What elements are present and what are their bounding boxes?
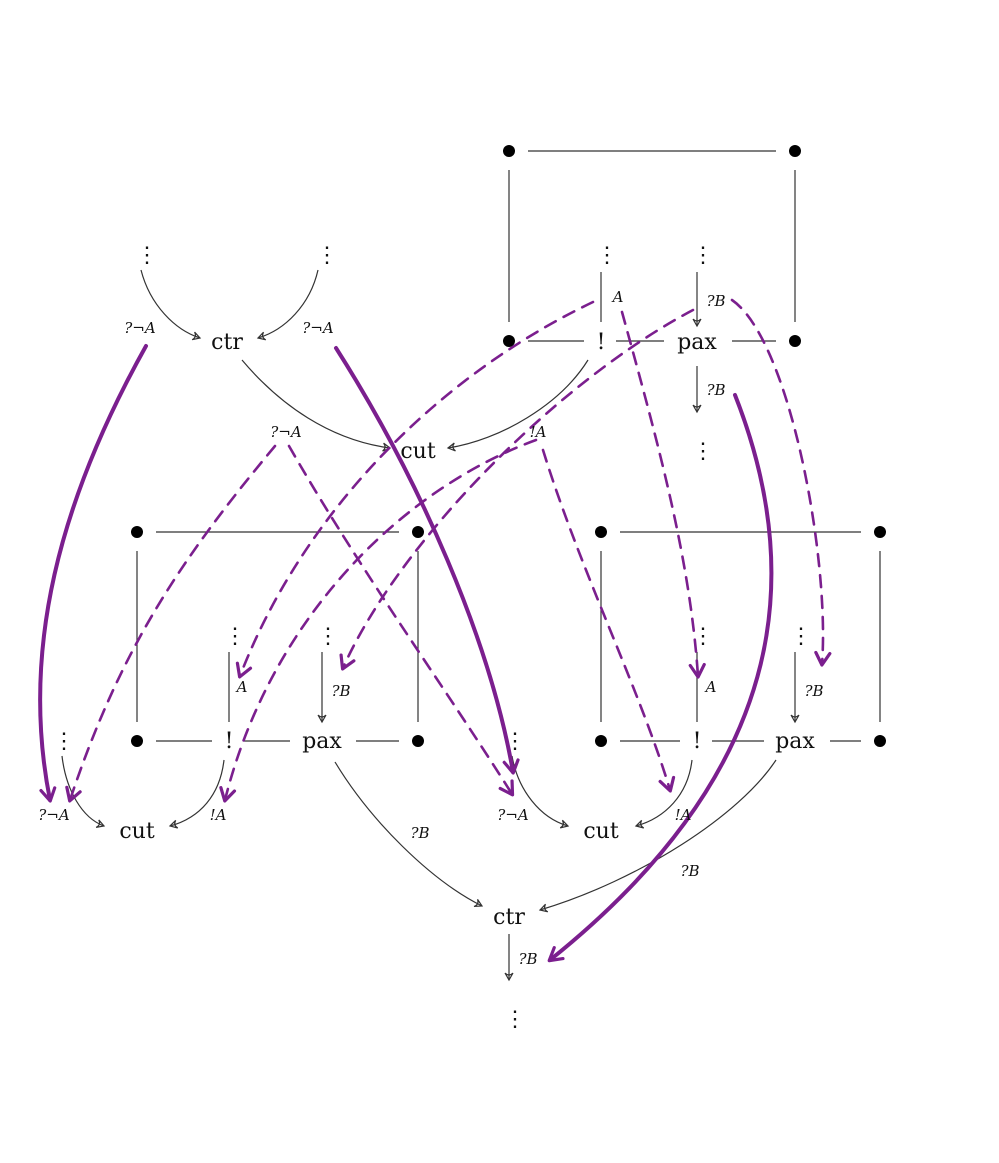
node-cut-right: cut	[583, 819, 618, 844]
label-negA-cut-left: ?¬A	[38, 806, 70, 824]
vdots-left-outer: ⋮	[53, 729, 75, 754]
vdots-top-bang: ⋮	[596, 243, 618, 268]
node-pax-left: pax	[302, 729, 342, 754]
vdots-right-bang: ⋮	[692, 624, 714, 649]
node-pax-top: pax	[677, 330, 717, 355]
ellipses: ⋮ ⋮ ⋮ ⋮ ⋮ ⋮ ⋮ ⋮ ⋮ ⋮ ⋮ ⋮	[53, 243, 812, 1032]
edge-vdots-to-ctr-top-left	[140, 269, 202, 341]
node-ctr-bottom: ctr	[493, 905, 525, 930]
purple-dashed-arrows	[65, 298, 832, 803]
vdots-top-pax: ⋮	[692, 243, 714, 268]
purple-solid-arrows	[38, 344, 774, 963]
vdots-left-pax: ⋮	[317, 624, 339, 649]
edge-bang-to-cut-right	[634, 759, 693, 829]
vdots-top-left: ⋮	[136, 243, 158, 268]
node-pax-right: pax	[775, 729, 815, 754]
solid-arrow-qb-to-ctr-bottom	[547, 393, 774, 963]
vdots-right-outer: ⋮	[504, 729, 526, 754]
dashed-arrow-A-top-to-A-right	[620, 310, 706, 679]
dashed-arrow-bangA-top-to-bangA-left	[219, 438, 538, 803]
label-negA-cut-right: ?¬A	[497, 806, 529, 824]
edge-bang-to-cut-top	[446, 359, 589, 452]
dashed-arrow-A-top-to-A-left	[235, 300, 595, 679]
edge-ctr-to-cut-top	[241, 359, 392, 452]
label-negA-cut-top: ?¬A	[270, 423, 302, 441]
label-qB-right: ?B	[804, 682, 823, 700]
dashed-arrow-negA-to-right-vdots	[287, 444, 515, 797]
solid-arrow-negA-to-right-cut	[334, 346, 520, 775]
label-qB-left: ?B	[331, 682, 350, 700]
box-left-corner-bl	[131, 735, 143, 747]
box-top-corner-br	[789, 335, 801, 347]
thin-edges	[61, 269, 800, 982]
label-A-right: A	[704, 678, 717, 696]
box-left	[131, 526, 424, 747]
box-right-corner-bl	[595, 735, 607, 747]
node-bang-right: !	[693, 729, 702, 754]
vdots-top-pax-out: ⋮	[692, 439, 714, 464]
node-cut-top: cut	[400, 439, 435, 464]
label-qB-into-pax-top: ?B	[706, 292, 725, 310]
vdots-left-bang: ⋮	[224, 624, 246, 649]
edge-bang-to-cut-left	[168, 759, 225, 829]
label-negA-top-left: ?¬A	[124, 319, 156, 337]
label-A-top: A	[611, 288, 624, 306]
box-top-corner-bl	[503, 335, 515, 347]
label-negA-top-mid: ?¬A	[302, 319, 334, 337]
node-bang-top: !	[597, 330, 606, 355]
dashed-arrow-qb-top-to-qb-left	[339, 308, 695, 671]
box-right	[595, 526, 886, 747]
nodes: ctr cut ! pax ! pax cut ! pax cut ctr	[119, 330, 815, 930]
node-cut-left: cut	[119, 819, 154, 844]
box-left-corner-tl	[131, 526, 143, 538]
edge-pax-right-to-ctr-bottom	[538, 759, 777, 913]
edge-pax-left-to-ctr-bottom	[334, 761, 484, 908]
solid-arrow-negA-to-left-cut	[38, 344, 148, 803]
node-ctr-top: ctr	[211, 330, 243, 355]
vdots-bottom: ⋮	[504, 1007, 526, 1032]
box-top-corner-tr	[789, 145, 801, 157]
label-A-left: A	[235, 678, 248, 696]
vdots-right-pax: ⋮	[790, 624, 812, 649]
box-right-corner-br	[874, 735, 886, 747]
dashed-arrow-negA-to-left-vdots	[65, 444, 277, 803]
label-qB-out-pax-top: ?B	[706, 381, 725, 399]
edge-vdots-to-ctr-top-right	[256, 269, 319, 341]
dashed-arrow-bangA-top-to-bangA-right	[541, 448, 676, 793]
label-qB-pax-right-out: ?B	[680, 862, 699, 880]
box-top-corner-tl	[503, 145, 515, 157]
label-qB-ctr-bottom-out: ?B	[518, 950, 537, 968]
label-bangA-cut-top: !A	[530, 423, 547, 441]
box-left-corner-br	[412, 735, 424, 747]
box-right-corner-tl	[595, 526, 607, 538]
vdots-top-mid: ⋮	[316, 243, 338, 268]
dashed-arrow-qb-top-to-qb-right	[730, 298, 832, 667]
box-right-corner-tr	[874, 526, 886, 538]
node-bang-left: !	[225, 729, 234, 754]
box-top	[503, 145, 801, 347]
label-bangA-cut-right: !A	[675, 806, 692, 824]
box-left-corner-tr	[412, 526, 424, 538]
label-qB-pax-left-out: ?B	[410, 824, 429, 842]
label-bangA-cut-left: !A	[210, 806, 227, 824]
edge-labels: ?¬A ?¬A ?¬A !A A ?B ?B A ?B ?¬A !A ?B A …	[38, 288, 823, 968]
